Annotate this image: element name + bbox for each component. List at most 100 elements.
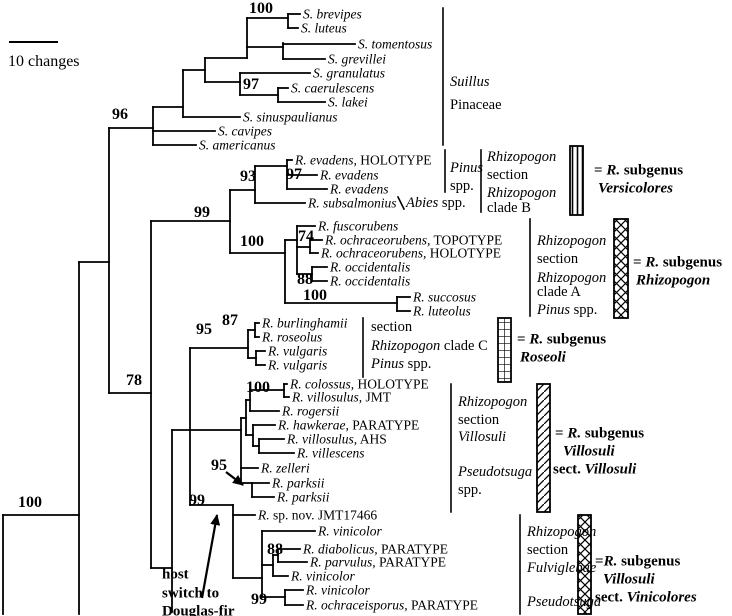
villosuli-section-label: section bbox=[458, 413, 499, 428]
text-part: S. lakei bbox=[328, 94, 368, 110]
text-part: R. ochraceorubens, bbox=[321, 245, 427, 261]
abies-tick bbox=[396, 195, 406, 211]
taxon-label: R. parksii bbox=[272, 476, 325, 490]
subgenus-roseoli-label: Roseoli bbox=[520, 349, 566, 366]
text-part: HOLOTYPE bbox=[356, 152, 432, 168]
text-part: clade C bbox=[440, 337, 488, 354]
fulviglebae-section-label: Fulviglebae bbox=[527, 561, 596, 576]
fulviglebae-section-label: Rhizopogon bbox=[527, 525, 596, 540]
text-part: Abies bbox=[406, 194, 439, 211]
bootstrap-value: 97 bbox=[243, 77, 259, 93]
taxon-label: S. granulatus bbox=[313, 66, 385, 80]
text-part: Douglas-fir bbox=[162, 603, 235, 616]
text-part: spp. bbox=[438, 194, 466, 211]
text-part: R. succosus bbox=[413, 289, 476, 305]
suillus-family-label: Pinaceae bbox=[450, 98, 502, 113]
text-part: S. cavipes bbox=[218, 123, 272, 139]
suillus-family-label: Suillus bbox=[450, 75, 489, 90]
clade-a-label: section bbox=[537, 252, 578, 267]
text-part: R. roseolus bbox=[262, 329, 323, 345]
text-part: R. bbox=[603, 553, 618, 570]
text-part: R. evadens bbox=[320, 167, 379, 183]
bootstrap-value: 88 bbox=[297, 272, 313, 288]
text-part: 74 bbox=[298, 228, 314, 245]
taxon-label: S. luteus bbox=[301, 21, 347, 35]
grouping-brackets bbox=[362, 7, 531, 615]
subgenus-villosuli-label: = R. subgenus bbox=[555, 425, 644, 442]
bootstrap-value: 95 bbox=[196, 322, 212, 338]
bootstrap-value: 88 bbox=[267, 542, 283, 558]
bootstrap-value: 99 bbox=[189, 493, 205, 509]
taxon-label: R. ochraceorubens, TOPOTYPE bbox=[325, 233, 502, 247]
text-part: Suillus bbox=[450, 73, 490, 90]
clade-a-label: clade A bbox=[537, 285, 581, 300]
text-part: R. diabolicus, bbox=[303, 541, 378, 557]
taxon-label: R. vulgaris bbox=[268, 358, 327, 372]
text-part: sect. bbox=[553, 461, 585, 478]
host-pinus-cladeb-label: spp. bbox=[450, 179, 474, 194]
taxon-label: R. villosulus, AHS bbox=[287, 432, 387, 446]
subgenus-versicolores-label: Versicolores bbox=[598, 181, 673, 197]
text-part: R. parvulus, bbox=[310, 554, 376, 570]
taxon-label: R. parksii bbox=[277, 490, 330, 504]
text-part: section bbox=[487, 166, 529, 183]
text-part: clade B bbox=[487, 199, 531, 216]
text-part: R. vinicolor bbox=[291, 568, 355, 584]
taxon-label: R. occidentalis bbox=[330, 274, 410, 288]
text-part: R. burlinghamii bbox=[262, 315, 348, 331]
text-part: section bbox=[527, 541, 569, 558]
bootstrap-value: 100 bbox=[303, 288, 327, 304]
text-part: R. rogersii bbox=[282, 403, 340, 419]
text-part: Roseoli bbox=[520, 349, 566, 366]
text-part: 88 bbox=[297, 271, 313, 288]
text-part: R. occidentalis bbox=[330, 259, 411, 275]
text-part: section bbox=[371, 318, 413, 335]
host-abies-label: Abies spp. bbox=[406, 196, 466, 211]
bootstrap-value: 100 bbox=[246, 380, 270, 396]
host-switch-note: Douglas-fir bbox=[162, 603, 235, 616]
bootstrap-value: 96 bbox=[112, 107, 128, 123]
subgenus-vinicolores-label: sect. Vinicolores bbox=[595, 590, 697, 606]
clade-a-label: Rhizopogon bbox=[537, 271, 606, 286]
villosuli-section-label: Rhizopogon bbox=[458, 395, 527, 410]
text-part: Pinus bbox=[371, 355, 405, 372]
text-part: R. parksii bbox=[272, 475, 325, 491]
text-part: R. bbox=[567, 425, 582, 442]
bootstrap-value: 99 bbox=[194, 205, 210, 221]
text-part: 100 bbox=[249, 0, 273, 17]
host-pinus-cladeb-label: Pinus bbox=[450, 161, 483, 176]
taxon-label: S. caerulescens bbox=[291, 81, 374, 95]
text-part: Villosuli bbox=[603, 571, 655, 588]
subgenus-vinicolores-label: Villosuli bbox=[603, 571, 655, 588]
taxon-label: R. luteolus bbox=[413, 304, 471, 318]
clade-a-label: Pinus spp. bbox=[537, 303, 597, 318]
annotation-arrows bbox=[200, 471, 244, 599]
text-part: JMT bbox=[362, 389, 392, 405]
taxon-label: S. grevillei bbox=[328, 52, 386, 66]
text-part: = bbox=[517, 331, 530, 348]
clade-b-label: section bbox=[487, 168, 528, 183]
text-part: 100 bbox=[303, 287, 327, 304]
villosuli-bar bbox=[536, 383, 551, 513]
text-part: 96 bbox=[112, 106, 128, 123]
taxon-label: R. rogersii bbox=[282, 404, 339, 418]
clade-a-label: Rhizopogon bbox=[537, 234, 606, 249]
text-part: = bbox=[594, 162, 607, 179]
clade-c-label: Pinus spp. bbox=[371, 357, 431, 372]
text-part: spp. bbox=[450, 177, 474, 194]
text-part: TOPOTYPE bbox=[430, 232, 503, 248]
text-part: 87 bbox=[222, 312, 238, 329]
text-part: subgenus bbox=[543, 331, 607, 348]
text-part: R. subsalmonius bbox=[308, 195, 397, 211]
taxon-label: R. succosus bbox=[413, 290, 476, 304]
subgenus-villosuli-label: Villosuli bbox=[563, 444, 615, 460]
taxon-label: R. subsalmonius bbox=[308, 196, 397, 210]
text-part: 100 bbox=[246, 379, 270, 396]
text-part: R. bbox=[645, 254, 660, 271]
taxon-label: R. sp. nov. JMT17466 bbox=[258, 508, 377, 522]
text-part: Rhizopogon bbox=[537, 232, 607, 249]
host-switch-arrow bbox=[200, 514, 221, 599]
text-part: 97 bbox=[286, 166, 302, 183]
text-part: R. evadens bbox=[330, 181, 389, 197]
text-part: S. grevillei bbox=[328, 51, 386, 67]
